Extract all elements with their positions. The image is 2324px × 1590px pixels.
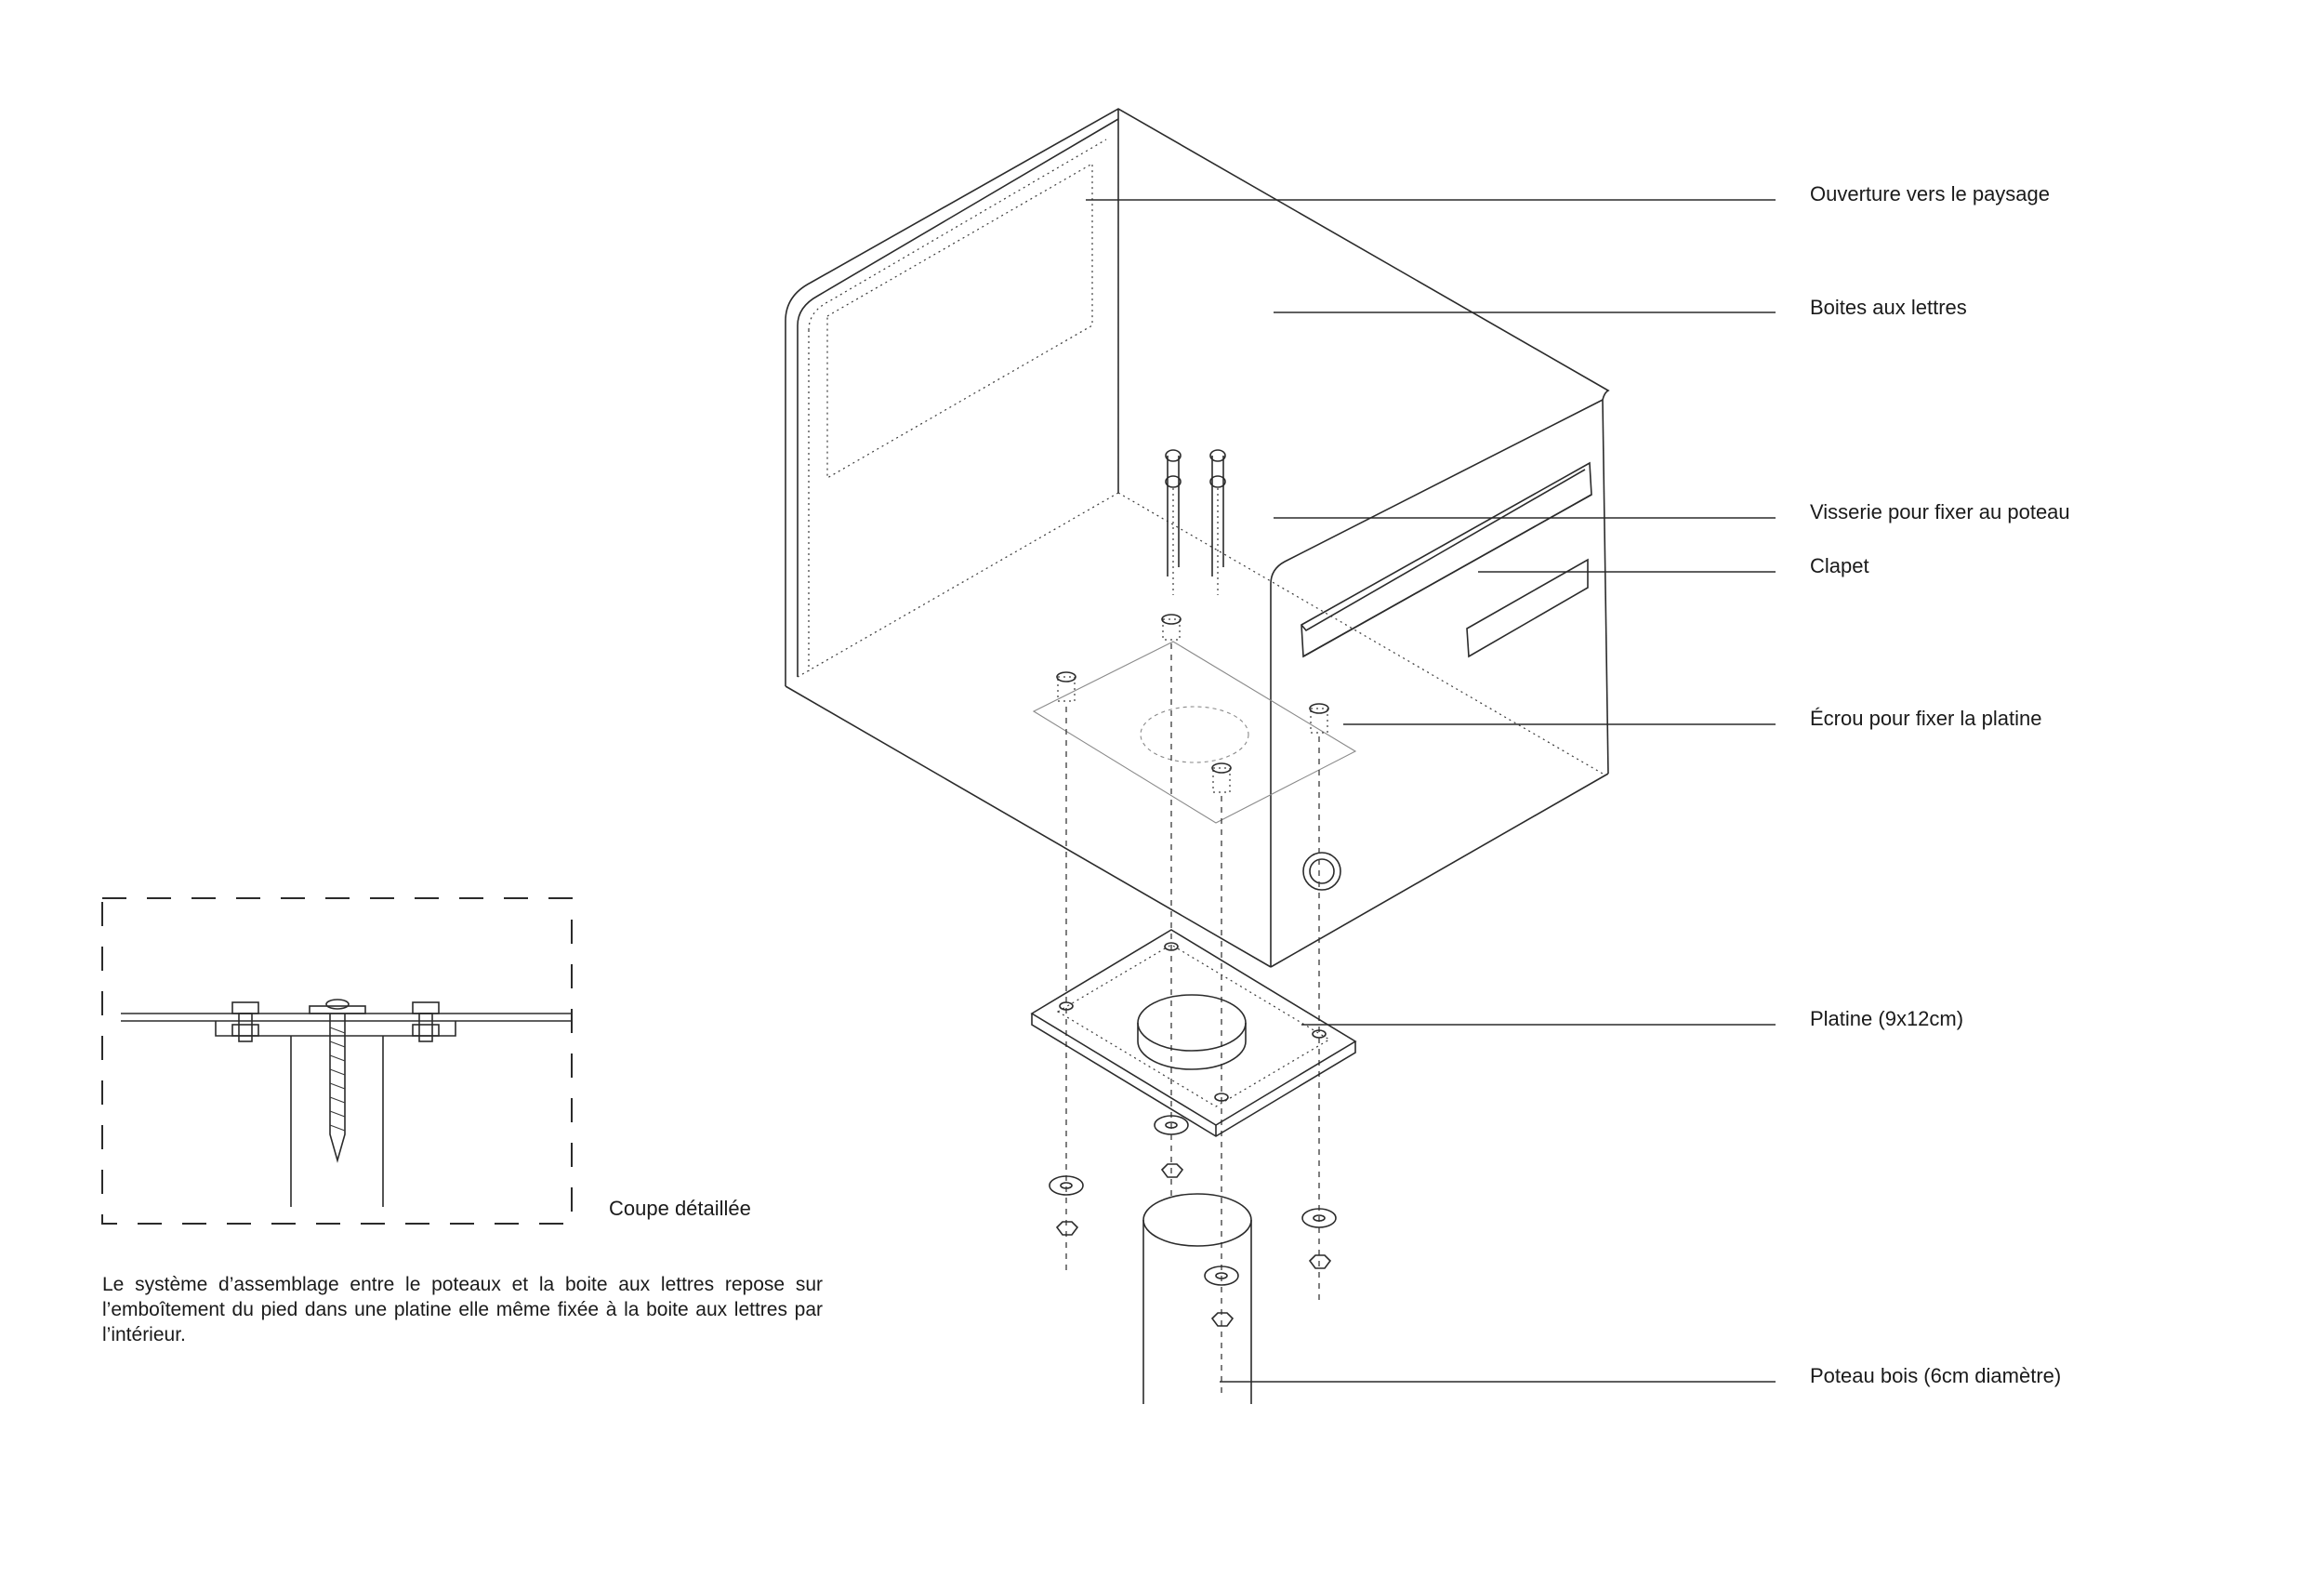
detail-section (101, 897, 573, 1225)
wood-post (1142, 1193, 1252, 1404)
label-plate: Platine (9x12cm) (1810, 1007, 1964, 1030)
landscape-opening (826, 162, 1093, 480)
leader-lines (1086, 199, 1776, 1383)
label-nut: Écrou pour fixer la platine (1810, 707, 2042, 730)
bottom-washers-nuts (1049, 1115, 1337, 1327)
mailbox-body (785, 108, 1610, 968)
inner-nuts (1056, 614, 1329, 793)
label-post: Poteau bois (6cm diamètre) (1810, 1364, 2062, 1387)
detail-description: Le système d’assemblage entre le poteaux… (102, 1274, 823, 1345)
label-mailbox: Boites aux lettres (1810, 296, 1967, 319)
lock-cylinder (1302, 852, 1341, 891)
assembly-axes (1065, 643, 1320, 1395)
label-flap: Clapet (1810, 554, 1869, 577)
detail-caption: Coupe détaillée (609, 1197, 751, 1220)
mail-slot-flap (1301, 461, 1592, 658)
label-opening: Ouverture vers le paysage (1810, 182, 2051, 205)
label-screws: Visserie pour fixer au poteau (1810, 500, 2070, 523)
platine-plate (1030, 929, 1357, 1137)
top-screws (1165, 449, 1226, 595)
inner-plate-outline (1032, 641, 1357, 824)
